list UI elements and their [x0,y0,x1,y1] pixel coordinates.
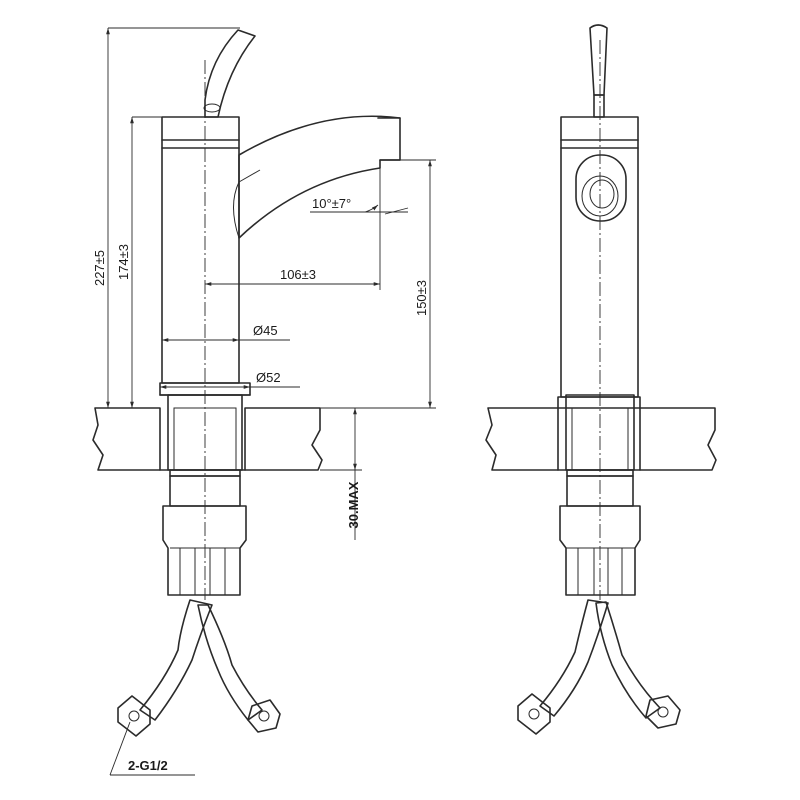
faucet-body [161,116,240,384]
dim-spout-reach-label: 106±3 [280,267,316,282]
dim-spout-angle: 10°±7° [310,196,409,215]
front-body [560,116,639,398]
dim-spout-angle-label: 10°±7° [312,196,351,211]
dim-spout-height-label: 150±3 [414,280,429,316]
braided-hoses-front [517,599,681,735]
dim-total-height-label: 227±5 [92,250,107,286]
front-hose-nut-left [517,693,551,735]
hose-nut-left [117,695,151,737]
countertop-right [485,407,717,471]
dim-body-height-label: 174±3 [116,244,131,280]
front-under-fitting [559,469,641,596]
connection-label: 2-G1/2 [128,758,168,773]
side-view: 227±5 174±3 106±3 10°±7° 150±3 [92,27,436,776]
dim-body-diameter: Ø45 [162,323,290,342]
dim-max-thickness-label: 30.MAX [346,481,361,528]
lever-handle [203,29,256,118]
connection-leader: 2-G1/2 [109,721,195,776]
front-lever [589,24,608,118]
dim-base-diameter: Ø52 [160,370,300,389]
countertop-left [92,407,323,471]
dim-base-diameter-label: Ø52 [256,370,281,385]
front-hose-nut-right [645,695,681,729]
dim-total-height: 227±5 [92,27,240,408]
dim-spout-height: 150±3 [320,159,436,409]
front-shank [557,394,641,471]
hose-nut-right [247,699,281,733]
braided-hoses-side [117,599,281,737]
dim-spout-reach: 106±3 [205,168,381,290]
dim-max-thickness: 30.MAX [320,408,362,540]
spout-outlet [575,154,627,222]
spout [233,115,401,239]
dim-body-diameter-label: Ø45 [253,323,278,338]
under-counter-fitting [162,469,247,596]
dim-body-height: 174±3 [116,116,162,408]
front-view [485,24,717,735]
